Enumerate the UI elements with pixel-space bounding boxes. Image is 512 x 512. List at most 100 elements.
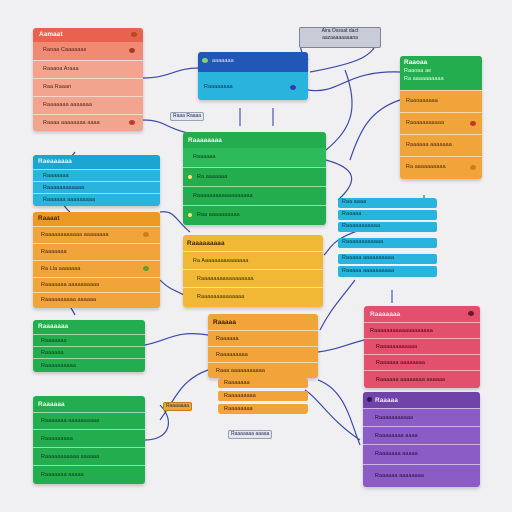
card-k-row[interactable]: Raaa aaaaaaaaaaa [208,362,318,378]
card-j-row-label: Raaaaaaaaaaaaaaaaaaa [370,328,433,334]
card-h-row[interactable]: Raaaaaaaaaaaa [338,238,437,248]
card-f-row[interactable]: Ra Lla aaaaaaa [33,260,160,278]
card-c-row[interactable]: Raaoaaaaaa [400,90,482,113]
card-l[interactable]: Raaaaaaa Raaaaaaaaa Raaaaaaaa [218,378,308,414]
settings-icon [468,311,474,316]
card-n-row-label: Raaaaaaa aaaaa [375,451,418,457]
card-k-row[interactable]: Raaaaaa [208,330,318,347]
card-i-row[interactable]: Raaaaaa [33,346,145,359]
card-d-row-label: Raaaaaaa [43,173,69,179]
card-a-header: Aamaat [33,28,143,42]
card-j-title: Raaaaaaa [370,311,401,318]
mid-tag[interactable]: Raaa Raaaa [170,112,205,121]
card-a-row[interactable]: Raaaa aaaaaaaa aaaa [33,114,143,131]
card-b-header: aaaaaaa [198,52,308,72]
bullet-icon [188,213,192,217]
card-l-row[interactable]: Raaaaaaa [218,378,308,388]
card-c[interactable]: Raaoaa Raaoaa ae Ra aaaaaaaaaa Raaoaaaaa… [400,56,482,179]
card-g-row[interactable]: Ra Aaaaaaaaaaaaaaa [183,251,323,270]
card-j-row-label: Raaaaaa aaaaaaaa [376,360,425,366]
card-a-row[interactable]: Raaaoa Araaa [33,60,143,79]
card-d[interactable]: Raeaaaaaa Raaaaaaa Raaaaaaaaaaaa Raaaaaa… [33,155,160,206]
card-f-row[interactable]: Raaaaaaa aaaaaaaaaa [33,277,160,293]
card-h-row[interactable]: Raaaaaaaaaaa [338,222,437,232]
card-h-row-label: Raaaaaaaaaaaa [342,239,384,245]
card-d-row-label: Raaaaaaaaaaaa [43,185,85,191]
card-i-row[interactable]: Raaaaaaa [33,334,145,347]
card-h-row-label: Raaaaaaaaaaa [342,223,381,229]
card-a-row[interactable]: Raaaaaaa aaaaaaa [33,96,143,115]
card-g-row[interactable]: Raaaaaaaaaaaaaaaaa [183,269,323,288]
card-i-row[interactable]: Raaaaaaaaaa [33,358,145,372]
card-h-row[interactable]: Raaaaa aaaaaaaaaa [338,266,437,277]
card-b[interactable]: aaaaaaa Raaaaaaaa [198,52,308,100]
card-m[interactable]: Raaaaaa Raaaaaaa aaaaaaaaaa Raaaaaaaaa R… [33,396,145,484]
card-g-row[interactable]: Raaaaaaaaaaaaaa [183,287,323,307]
card-l-row[interactable]: Raaaaaaaaa [218,391,308,401]
card-g-row-label: Raaaaaaaaaaaaaa [197,294,245,300]
card-a-row-label: Raaaoa Araaa [43,66,79,72]
card-a-row[interactable]: Raoaa Caaaaaas [33,42,143,60]
top-node-label[interactable]: Aira Osssat dact aazaaaaaaaana [299,27,381,48]
card-h-row[interactable]: Raaaaa [338,210,437,220]
card-h-row[interactable]: Raa aaaa [338,198,437,208]
bottom-tag-1[interactable]: Raaaaaaa [163,402,193,411]
card-f-row-label: Ra Lla aaaaaaa [41,266,81,272]
card-a-row-label: Raa Raaan [43,84,72,90]
card-j-row[interactable]: Raaaaaaaaaaaaaaaaaaa [364,322,480,339]
status-dot-icon [131,32,137,37]
card-n-row[interactable]: Raaaaaaa aaaaa [363,444,480,465]
card-k[interactable]: Raaaaa Raaaaaa Raaaaaaaaa Raaa aaaaaaaaa… [208,314,318,378]
card-a-title: Aamaat [39,31,63,38]
card-a-row[interactable]: Raa Raaan [33,78,143,97]
tag-icon [129,120,135,125]
card-j[interactable]: Raaaaaaa Raaaaaaaaaaaaaaaaaaa Raaaaaaaaa… [364,306,480,388]
card-n-row[interactable]: Raaaaaaaaaaa [363,408,480,427]
bullet-icon [188,175,192,179]
card-e-row-label: Raa aaaaaaaaaa [197,212,240,218]
card-e[interactable]: Raaaaaaaa Raaaaaa Ra aaaaaaa Raaaaaaaaaa… [183,132,326,225]
card-e-row[interactable]: Raaaaaa [183,148,326,167]
card-c-row[interactable]: Raaaaaa aaaaaaa [400,134,482,157]
card-i[interactable]: Raaaaaaa Raaaaaaa Raaaaaa Raaaaaaaaaa [33,320,145,372]
card-e-row[interactable]: Raaaaaaaaaaaaaaaaaa [183,186,326,206]
card-c-row-label: Ra aaaaaaaaaa [406,164,446,170]
card-f-row[interactable]: Raaaaaaaaaaaa aaaaaaaa [33,226,160,244]
card-e-row[interactable]: Raa aaaaaaaaaa [183,205,326,225]
card-j-row[interactable]: Raaaaaaaaaaaa [364,338,480,355]
card-m-row[interactable]: Raaaaaaa aaaaa [33,465,145,484]
card-h-row[interactable]: Raaaaa aaaaaaaaaa [338,254,437,264]
card-j-row[interactable]: Raaaaaa aaaaaaaa aaaaaa [364,370,480,388]
card-k-title: Raaaaa [213,319,236,326]
card-k-header: Raaaaa [208,314,318,330]
tag-icon [129,48,135,53]
card-e-row[interactable]: Ra aaaaaaa [183,167,326,187]
card-n-header: Raaaaa [363,392,480,408]
card-d-title: Raeaaaaaa [38,158,72,165]
card-m-row[interactable]: Raaaaaaa aaaaaaaaaa [33,412,145,430]
card-d-row[interactable]: Raaaaaa aaaaaaaaa [33,193,160,206]
card-m-row[interactable]: Raaaaaaaaa [33,429,145,448]
card-g[interactable]: Raaaaaaaaa Ra Aaaaaaaaaaaaaaa Raaaaaaaaa… [183,235,323,307]
card-f-row[interactable]: Raaaaaaaaaa aaaaaa [33,292,160,308]
card-n[interactable]: Raaaaa Raaaaaaaaaaa Raaaaaaaa aaaa Raaaa… [363,392,480,487]
card-c-row-label: Raaaaaa aaaaaaa [406,142,452,148]
card-m-row[interactable]: Raaaaaaaaaaa aaaaaa [33,447,145,466]
card-d-row[interactable]: Raaaaaaa [33,169,160,182]
card-c-row[interactable]: Ra aaaaaaaaaa [400,156,482,179]
card-d-header: Raeaaaaaa [33,155,160,169]
card-c-row[interactable]: Raaaaaaaaaaa [400,112,482,135]
card-f[interactable]: Raaaat Raaaaaaaaaaaa aaaaaaaa Raaaaaaa R… [33,212,160,308]
card-n-row[interactable]: Raaaaaaaa aaaa [363,426,480,445]
card-k-row[interactable]: Raaaaaaaaa [208,346,318,363]
card-d-row[interactable]: Raaaaaaaaaaaa [33,181,160,194]
card-n-row[interactable]: Raaaaaa aaaaaaaa [363,464,480,487]
card-j-row[interactable]: Raaaaaa aaaaaaaa [364,354,480,371]
card-h[interactable]: Raa aaaa Raaaaa Raaaaaaaaaaa Raaaaaaaaaa… [338,198,437,278]
card-a[interactable]: Aamaat Raoaa Caaaaaas Raaaoa Araaa Raa R… [33,28,143,131]
card-f-row[interactable]: Raaaaaaa [33,243,160,261]
card-b-row[interactable]: Raaaaaaaa [198,72,308,100]
card-g-row-label: Ra Aaaaaaaaaaaaaaa [193,258,249,264]
bottom-tag-2[interactable]: Raaaaaaa aaaaa [228,430,273,439]
card-l-row[interactable]: Raaaaaaaa [218,404,308,414]
